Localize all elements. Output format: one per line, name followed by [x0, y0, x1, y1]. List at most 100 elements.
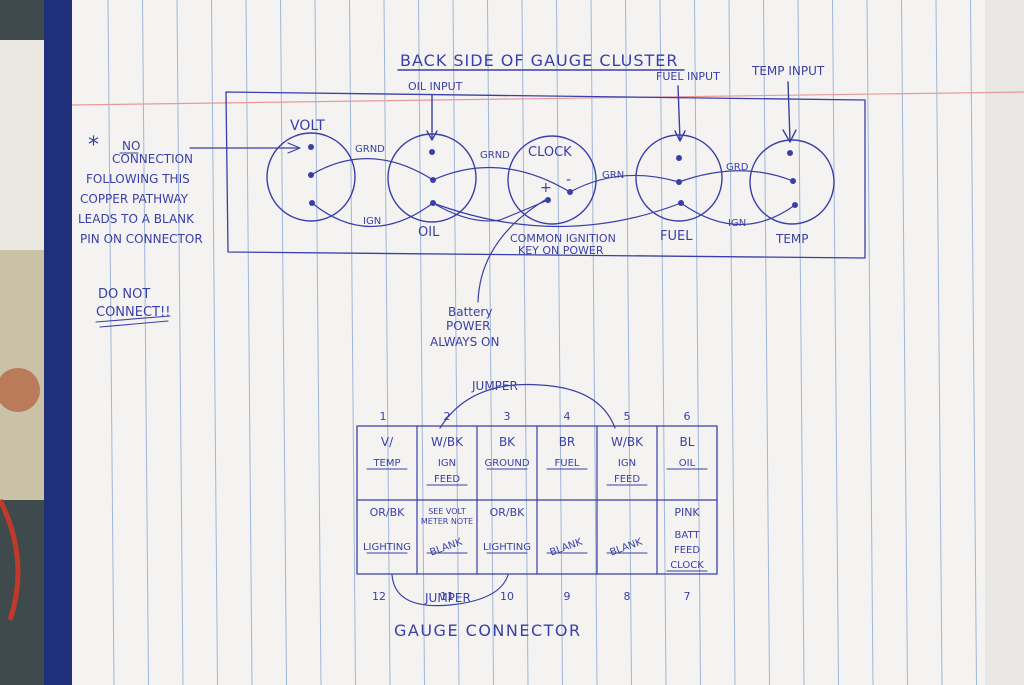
pin-function: FUEL [555, 458, 580, 469]
paper-edge-shadow [985, 0, 1024, 685]
battery-note-line-2: POWER [446, 319, 490, 333]
temp-input-arrow [787, 81, 791, 141]
pin-number: 5 [624, 410, 631, 423]
clock-plus-wire [432, 199, 549, 222]
red-wire [0, 498, 21, 621]
ignition-note-line-2: KEY ON POWER [518, 244, 604, 257]
battery-note-line-1: Battery [448, 305, 492, 319]
ruled-line [280, 0, 287, 685]
ground-wire-oil-clock [432, 166, 571, 193]
wire-color: BL [680, 435, 695, 449]
wire-label-ign-1: IGN [363, 216, 381, 227]
pin-number: 9 [564, 590, 571, 603]
note-line: NO [122, 139, 140, 153]
pin-number: 1 [380, 410, 387, 423]
gauge-label-temp: TEMP [775, 232, 809, 246]
ruled-line [418, 0, 425, 685]
wire-color: W/BK [431, 435, 464, 449]
ground-wire-clock-fuel [569, 174, 680, 193]
fuel-input-arrow [677, 85, 681, 141]
clock-minus-terminal: - [566, 172, 571, 188]
wire-color: PINK [674, 506, 700, 519]
binder-cover [44, 0, 74, 685]
device-left-edge [0, 40, 48, 250]
ruled-line [901, 0, 908, 685]
note-line: LEADS TO A BLANK [78, 212, 195, 226]
ground-wire-volt-oil [310, 158, 434, 181]
note-line: CONNECTION [112, 152, 193, 166]
pin-function: OIL [679, 458, 696, 469]
pin-number: 10 [500, 590, 514, 603]
pin-function: FEED [674, 545, 700, 556]
pin-number: 4 [564, 410, 571, 423]
warning-line-2: CONNECT!! [96, 305, 170, 320]
pin-number: 12 [372, 590, 386, 603]
ruled-line [866, 0, 874, 685]
warning-underline [95, 315, 171, 328]
jumper-label-bottom: JUMPER [424, 591, 471, 605]
ign-wire-fuel-temp [680, 202, 796, 226]
gauge-cluster-outline [225, 91, 866, 259]
ruled-line [245, 0, 253, 685]
pin-function: FEED [614, 474, 640, 485]
wire-label-grd: GRD [726, 162, 749, 173]
ruled-line [383, 0, 391, 685]
ruled-line [176, 0, 184, 685]
wire-color: BK [499, 435, 516, 449]
pin-number: 6 [684, 410, 691, 423]
battery-arrow [477, 199, 546, 303]
pin-function: IGN [618, 458, 636, 469]
pin-function: IGN [438, 458, 456, 469]
note-line: COPPER PATHWAY [80, 192, 189, 206]
pin-function: CLOCK [670, 560, 704, 571]
wire-label-grnd-1: GRND [355, 144, 385, 155]
ruled-line [625, 0, 632, 685]
note-line: FOLLOWING THIS [86, 172, 190, 186]
ruled-line [832, 0, 839, 685]
fuel-input-arrowhead [674, 130, 686, 142]
ground-wire-fuel-temp [678, 170, 794, 183]
wire-label-ign-2: IGN [728, 218, 746, 229]
pin-function: TEMP [372, 458, 400, 469]
ruled-line [521, 0, 529, 685]
ruled-line [763, 0, 770, 685]
wire-color: V/ [381, 435, 394, 449]
pin-function: LIGHTING [363, 542, 411, 553]
gauge-label-volt: VOLT [290, 118, 325, 134]
wire-color: OR/BK [370, 506, 406, 519]
wire-color: W/BK [611, 435, 644, 449]
note-arrowhead [287, 142, 301, 154]
jumper-arc-bottom [391, 574, 509, 607]
note-line: PIN ON CONNECTOR [80, 232, 203, 246]
pin-number: 7 [684, 590, 691, 603]
ruled-line [487, 0, 494, 685]
ruled-line [107, 0, 115, 685]
wire-color: OR/BK [490, 506, 526, 519]
ruled-line [349, 0, 356, 685]
gauge-label-oil: OIL [418, 225, 440, 240]
ruled-lines [107, 0, 977, 685]
ign-wire-volt-oil [311, 202, 434, 228]
gauge-label-clock: CLOCK [528, 145, 572, 160]
pin-number: 8 [624, 590, 631, 603]
ignition-note-line-1: COMMON IGNITION [510, 232, 616, 245]
wire-label-grnd-2: GRND [480, 150, 510, 161]
battery-note-line-3: ALWAYS ON [430, 335, 499, 349]
temp-input-arrowhead [782, 129, 797, 143]
pin-function: GROUND [484, 458, 529, 469]
margin-line [71, 91, 1024, 106]
jumper-arc-top [439, 383, 616, 429]
ruled-line [142, 0, 149, 685]
ruled-line [659, 0, 667, 685]
ruled-line [590, 0, 598, 685]
ruled-line [797, 0, 805, 685]
ruled-line [314, 0, 322, 685]
pin-number: 11 [440, 590, 454, 603]
ruled-line [935, 0, 943, 685]
diagram-title: BACK SIDE OF GAUGE CLUSTER [400, 51, 678, 70]
temp-input-label: TEMP INPUT [751, 64, 825, 78]
oil-input-label: OIL INPUT [408, 80, 463, 93]
